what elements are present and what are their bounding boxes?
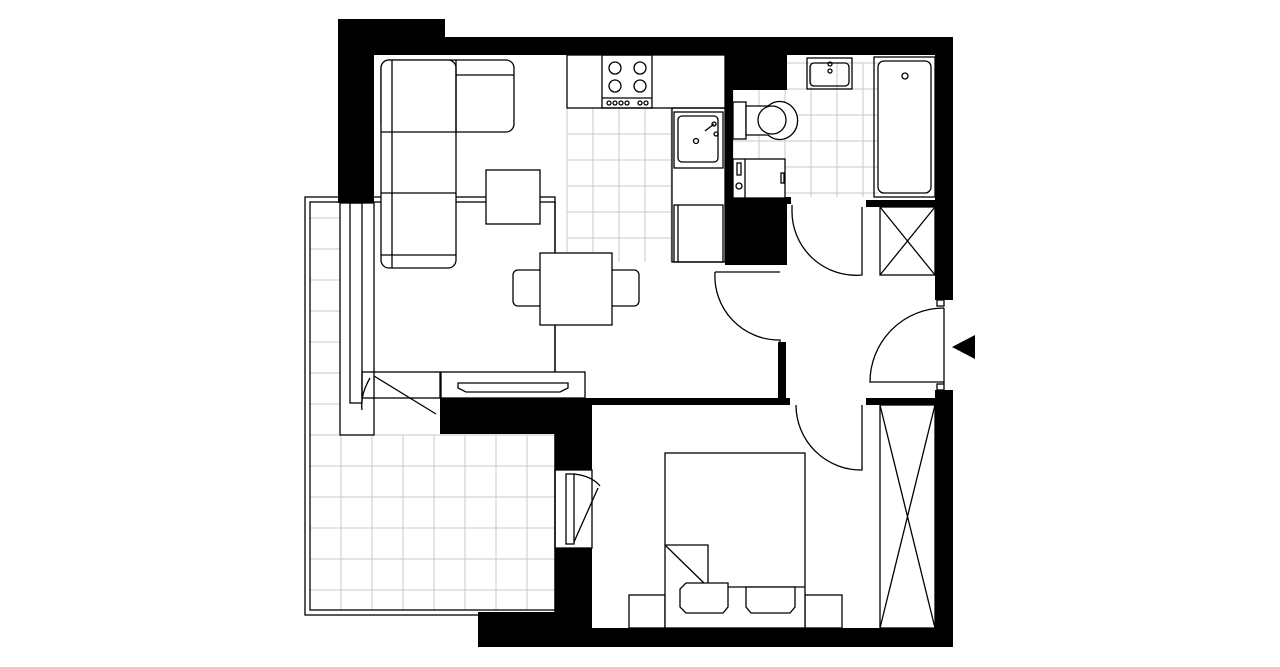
doors [714, 205, 945, 471]
balcony-tiles [309, 434, 555, 610]
window-living [339, 202, 441, 436]
bathtub-icon [873, 56, 936, 198]
tv-unit [440, 371, 586, 399]
toilet-icon [732, 100, 799, 141]
balcony-strip-tiles [309, 217, 340, 436]
coffee-table [485, 169, 541, 225]
walls [338, 19, 953, 647]
stove-icon [601, 54, 653, 109]
dining-set [512, 252, 640, 326]
bedroom-wardrobe [879, 404, 936, 629]
kitchen-tiles [566, 107, 672, 262]
hall-closet [879, 206, 936, 276]
fridge-icon [673, 204, 724, 263]
sofa [380, 59, 515, 269]
washing-machine-icon [732, 158, 786, 199]
entrance-arrow-icon [952, 335, 975, 359]
bathroom-sink-icon [806, 57, 853, 90]
kitchen-sink-icon [673, 111, 724, 169]
bed [628, 452, 843, 629]
window-bedroom [554, 469, 601, 549]
